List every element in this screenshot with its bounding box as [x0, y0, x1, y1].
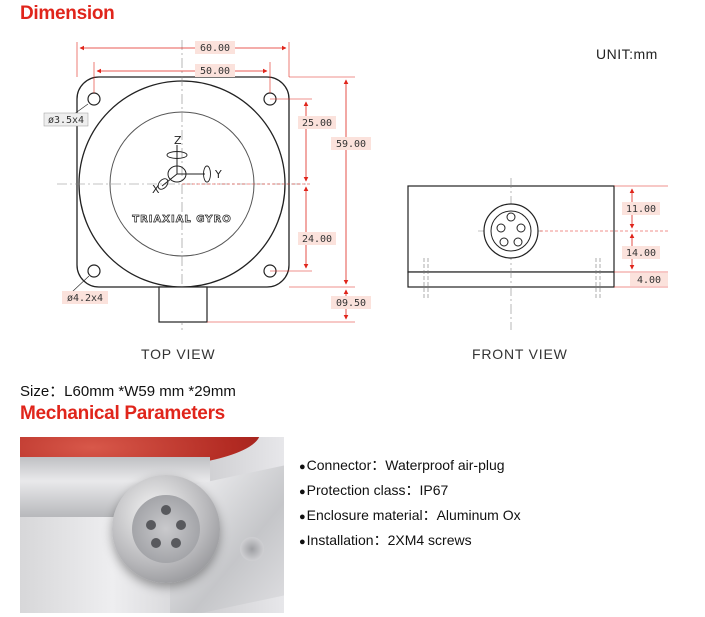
connector-pin	[171, 538, 181, 548]
axis-z-label: Z	[174, 134, 182, 147]
dimension-drawing: Z Y X TRIAXIAL GYRO 60.00 50.00 ø3.5x4 ø…	[43, 40, 668, 330]
dim-box	[331, 137, 371, 150]
bullet-icon: ●	[299, 536, 306, 548]
parameter-item: ●Connector：Waterproof air-plug	[299, 457, 505, 473]
axis-x-label: X	[152, 183, 160, 196]
dim-width-outer: 60.00	[200, 43, 230, 54]
axis-symbol: Z Y X	[152, 134, 222, 196]
mounting-hole	[87, 92, 101, 106]
dim-connector: 09.50	[336, 298, 366, 309]
dim-front-base: 4.00	[637, 275, 661, 286]
bullet-icon: ●	[299, 511, 306, 523]
axis-y-label: Y	[214, 168, 222, 181]
dim-width-holes: 50.00	[200, 66, 230, 77]
device-label: TRIAXIAL GYRO	[132, 214, 231, 225]
screw-hole	[240, 537, 264, 561]
connector-pin	[496, 223, 506, 233]
parameter-item: ●Enclosure material：Aluminum Ox	[299, 507, 521, 523]
front-view: 11.00 14.00 4.00	[407, 178, 668, 330]
mechanical-heading: Mechanical Parameters	[20, 403, 225, 424]
dim-box	[622, 246, 660, 259]
dim-front-top: 11.00	[626, 204, 656, 215]
parameter-value: 2XM4 screws	[387, 532, 472, 548]
connector-pin	[146, 520, 156, 530]
connector-pin	[516, 223, 526, 233]
parameter-item: ●Installation：2XM4 screws	[299, 532, 472, 548]
dim-box	[298, 232, 336, 245]
top-view: Z Y X TRIAXIAL GYRO 60.00 50.00 ø3.5x4 ø…	[43, 40, 371, 330]
parameter-value: Waterproof air-plug	[385, 457, 505, 473]
dim-height-total: 59.00	[336, 139, 366, 150]
dim-box	[622, 202, 660, 215]
dim-box	[331, 296, 371, 309]
connector-outline	[158, 286, 208, 323]
top-view-caption: TOP VIEW	[141, 346, 216, 362]
parameter-list: ●Connector：Waterproof air-plug ●Protecti…	[299, 455, 521, 555]
front-view-caption: FRONT VIEW	[472, 346, 568, 362]
dim-hole-lower: ø4.2x4	[67, 293, 103, 304]
dim-hole-upper: ø3.5x4	[48, 115, 84, 126]
dim-box	[195, 64, 235, 77]
connector-pin	[499, 237, 509, 247]
unit-label: UNIT:mm	[596, 46, 658, 62]
connector-pin	[513, 237, 523, 247]
dim-height-upper: 25.00	[302, 118, 332, 129]
dim-front-mid: 14.00	[626, 248, 656, 259]
dim-height-lower: 24.00	[302, 234, 332, 245]
bullet-icon: ●	[299, 486, 306, 498]
parameter-value: IP67	[419, 482, 449, 498]
size-line: Size：L60mm *W59 mm *29mm	[20, 383, 236, 400]
parameter-item: ●Protection class：IP67	[299, 482, 449, 498]
connector-pin	[176, 520, 186, 530]
connector-photo	[20, 437, 284, 613]
dimension-heading: Dimension	[20, 3, 115, 24]
parameter-value: Aluminum Ox	[436, 507, 521, 523]
parameter-label: Enclosure material	[306, 507, 423, 523]
dim-box	[630, 273, 668, 286]
mounting-hole	[87, 264, 101, 278]
dim-box	[298, 116, 336, 129]
connector-pin	[161, 505, 171, 515]
dim-box	[195, 41, 235, 54]
parameter-label: Connector	[306, 457, 372, 473]
hole-callout-box	[62, 291, 108, 304]
connector-pin	[506, 212, 516, 222]
connector-pin	[151, 538, 161, 548]
parameter-label: Installation	[306, 532, 374, 548]
hole-callout-box	[43, 112, 89, 127]
bullet-icon: ●	[299, 461, 306, 473]
parameter-label: Protection class	[306, 482, 406, 498]
